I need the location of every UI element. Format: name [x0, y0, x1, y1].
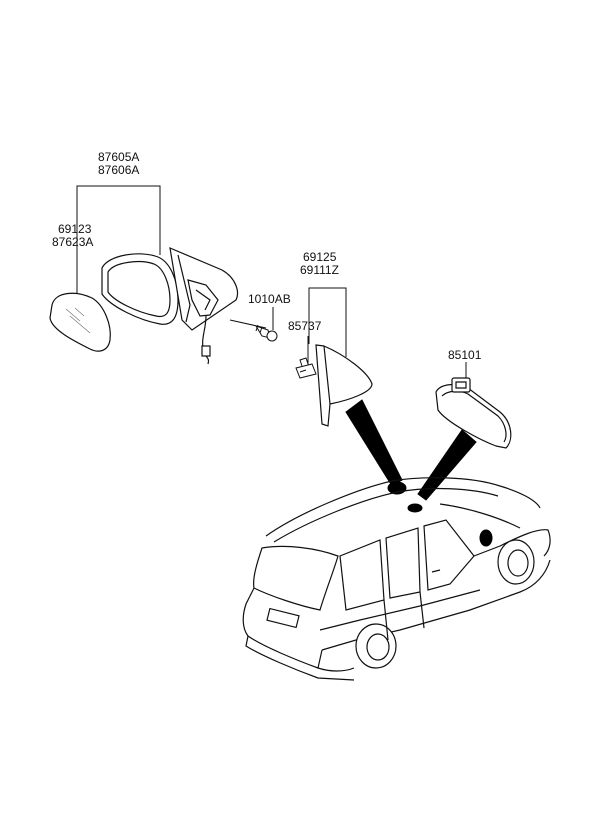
inside-rear-view-mirror [435, 377, 512, 449]
mirror-glass [49, 292, 111, 352]
clip [295, 357, 317, 379]
delta-cover [315, 344, 373, 427]
label-clip: 85737 [288, 319, 322, 333]
minivan [242, 477, 551, 681]
label-outer-mirror-2: 87606A [98, 163, 139, 177]
label-mirror-glass-2: 87623A [52, 235, 93, 249]
label-inside-mirror: 85101 [448, 348, 482, 362]
label-screw: 1010AB [248, 292, 291, 306]
screw [229, 319, 278, 342]
outside-mirror-assembly [101, 247, 239, 365]
label-delta-cover-1: 69125 [303, 250, 337, 264]
label-delta-cover-2: 69111Z [300, 263, 339, 277]
label-mirror-glass-1: 69123 [58, 222, 92, 236]
location-arrows [345, 399, 493, 547]
label-outer-mirror-1: 87605A [98, 150, 139, 164]
leader-lines [76, 185, 467, 386]
